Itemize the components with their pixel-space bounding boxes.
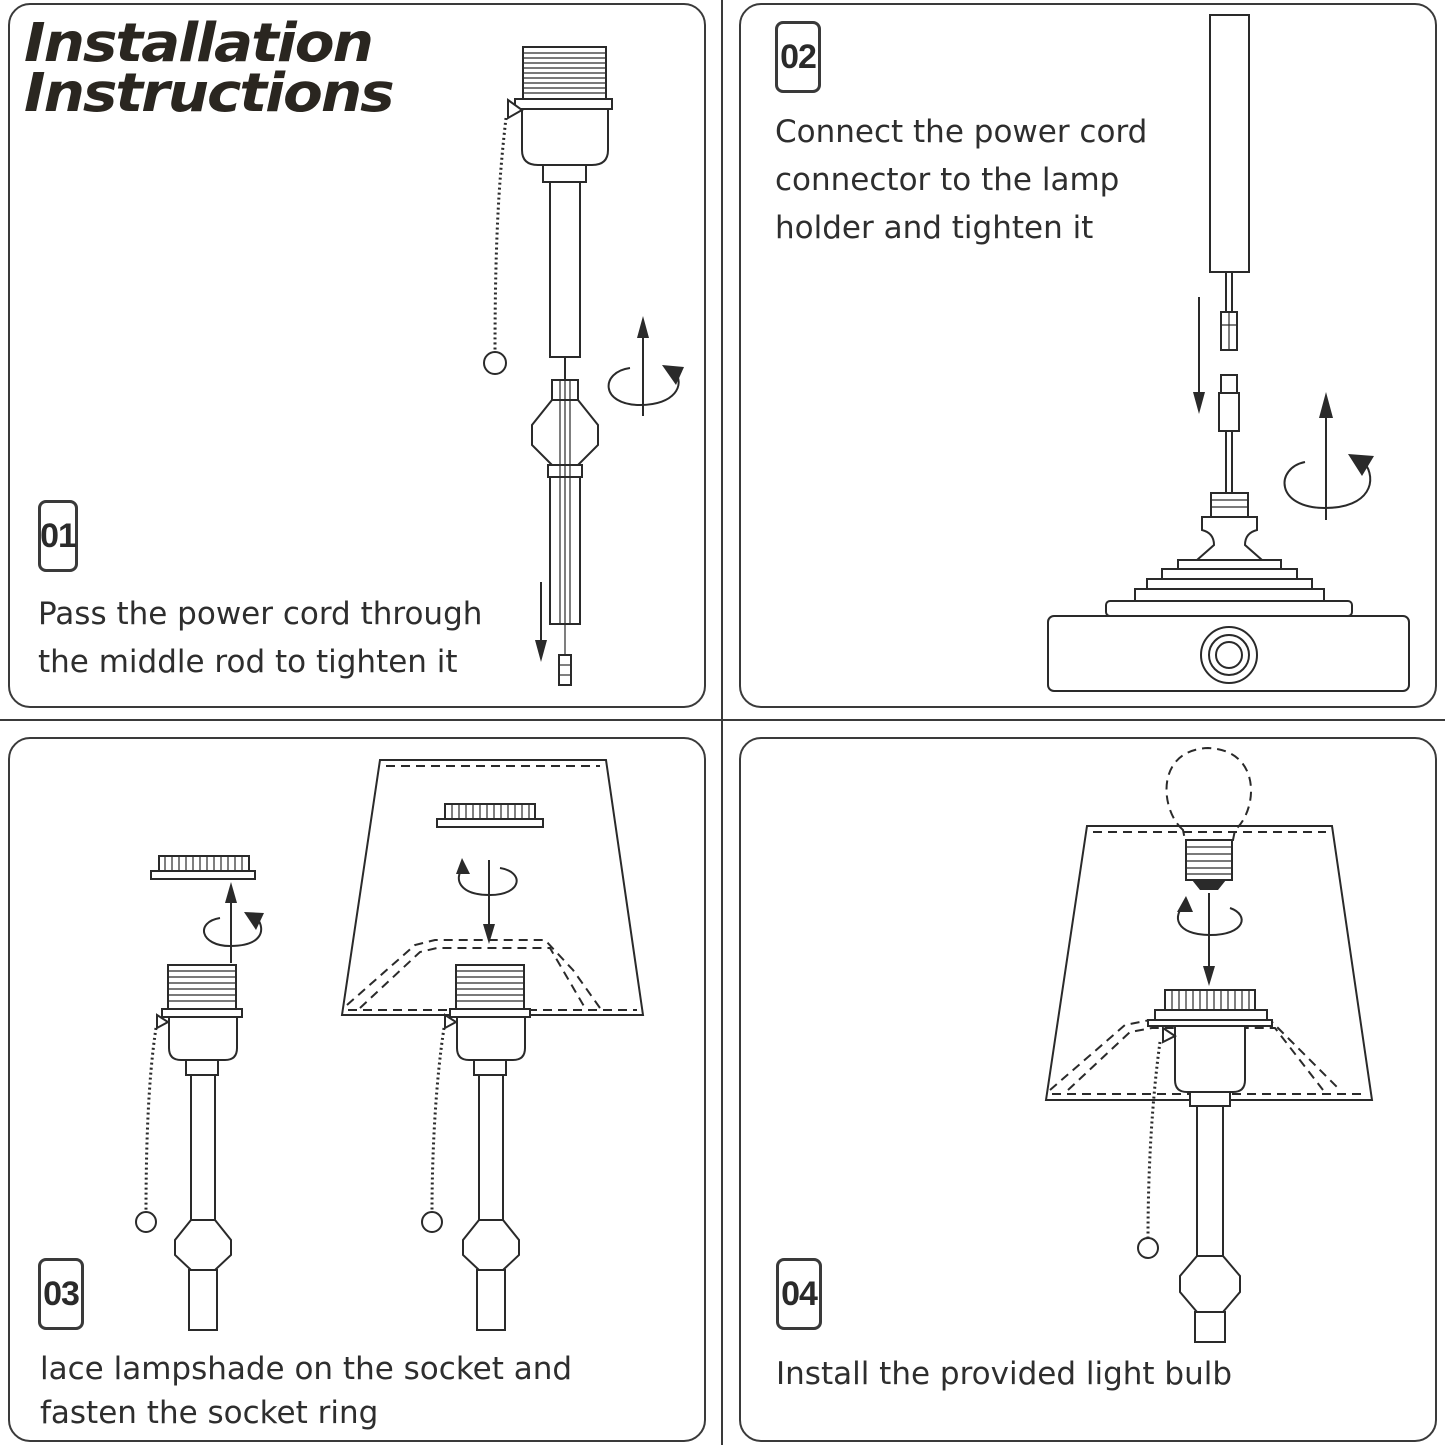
step-text-02: Connect the power cord connector to the …	[775, 108, 1147, 252]
step-02-line-1: Connect the power cord	[775, 114, 1148, 150]
step-01-line-1: Pass the power cord through	[38, 596, 483, 632]
rotation-arrow-icon	[607, 316, 684, 416]
step-number-03: 03	[38, 1258, 84, 1330]
title-line-2: Instructions	[24, 61, 395, 124]
step-02-line-2: connector to the lamp	[775, 162, 1120, 198]
step-text-04: Install the provided light bulb	[776, 1350, 1232, 1398]
horizontal-divider	[0, 719, 1445, 721]
lamp-base-illustration	[1047, 14, 1410, 692]
lamp-socket-illustration	[135, 855, 256, 1331]
rotation-arrow-icon	[1283, 392, 1374, 520]
down-arrow-icon	[1193, 297, 1205, 414]
step-03-line-1: lace lampshade on the socket and	[40, 1351, 573, 1387]
lamp-socket-illustration	[483, 46, 613, 686]
step-03-line-2: fasten the socket ring	[40, 1395, 379, 1431]
step-01-line-2: the middle rod to tighten it	[38, 644, 458, 680]
step-02-line-3: holder and tighten it	[775, 210, 1094, 246]
light-bulb-illustration	[1165, 746, 1252, 890]
lampshade-illustration	[340, 759, 645, 1331]
page-title: Installation Instructions	[24, 11, 395, 124]
rotation-arrow-icon	[203, 882, 264, 963]
step-number-01: 01	[38, 500, 78, 572]
rotation-arrow-icon	[456, 858, 518, 944]
title-line-1: Installation	[24, 11, 374, 75]
step-text-03: lace lampshade on the socket and fasten …	[40, 1347, 572, 1435]
step-number-02: 02	[775, 21, 821, 93]
step-text-01: Pass the power cord through the middle r…	[38, 590, 482, 686]
step-number-04: 04	[776, 1258, 822, 1330]
step-panel-04	[739, 737, 1437, 1442]
lampshade-illustration	[1044, 825, 1374, 1343]
down-arrow-icon	[535, 582, 547, 662]
vertical-divider	[721, 0, 723, 1445]
rotation-arrow-icon	[1176, 893, 1243, 986]
step-panel-03	[8, 737, 706, 1442]
step-04-line-1: Install the provided light bulb	[776, 1356, 1233, 1392]
